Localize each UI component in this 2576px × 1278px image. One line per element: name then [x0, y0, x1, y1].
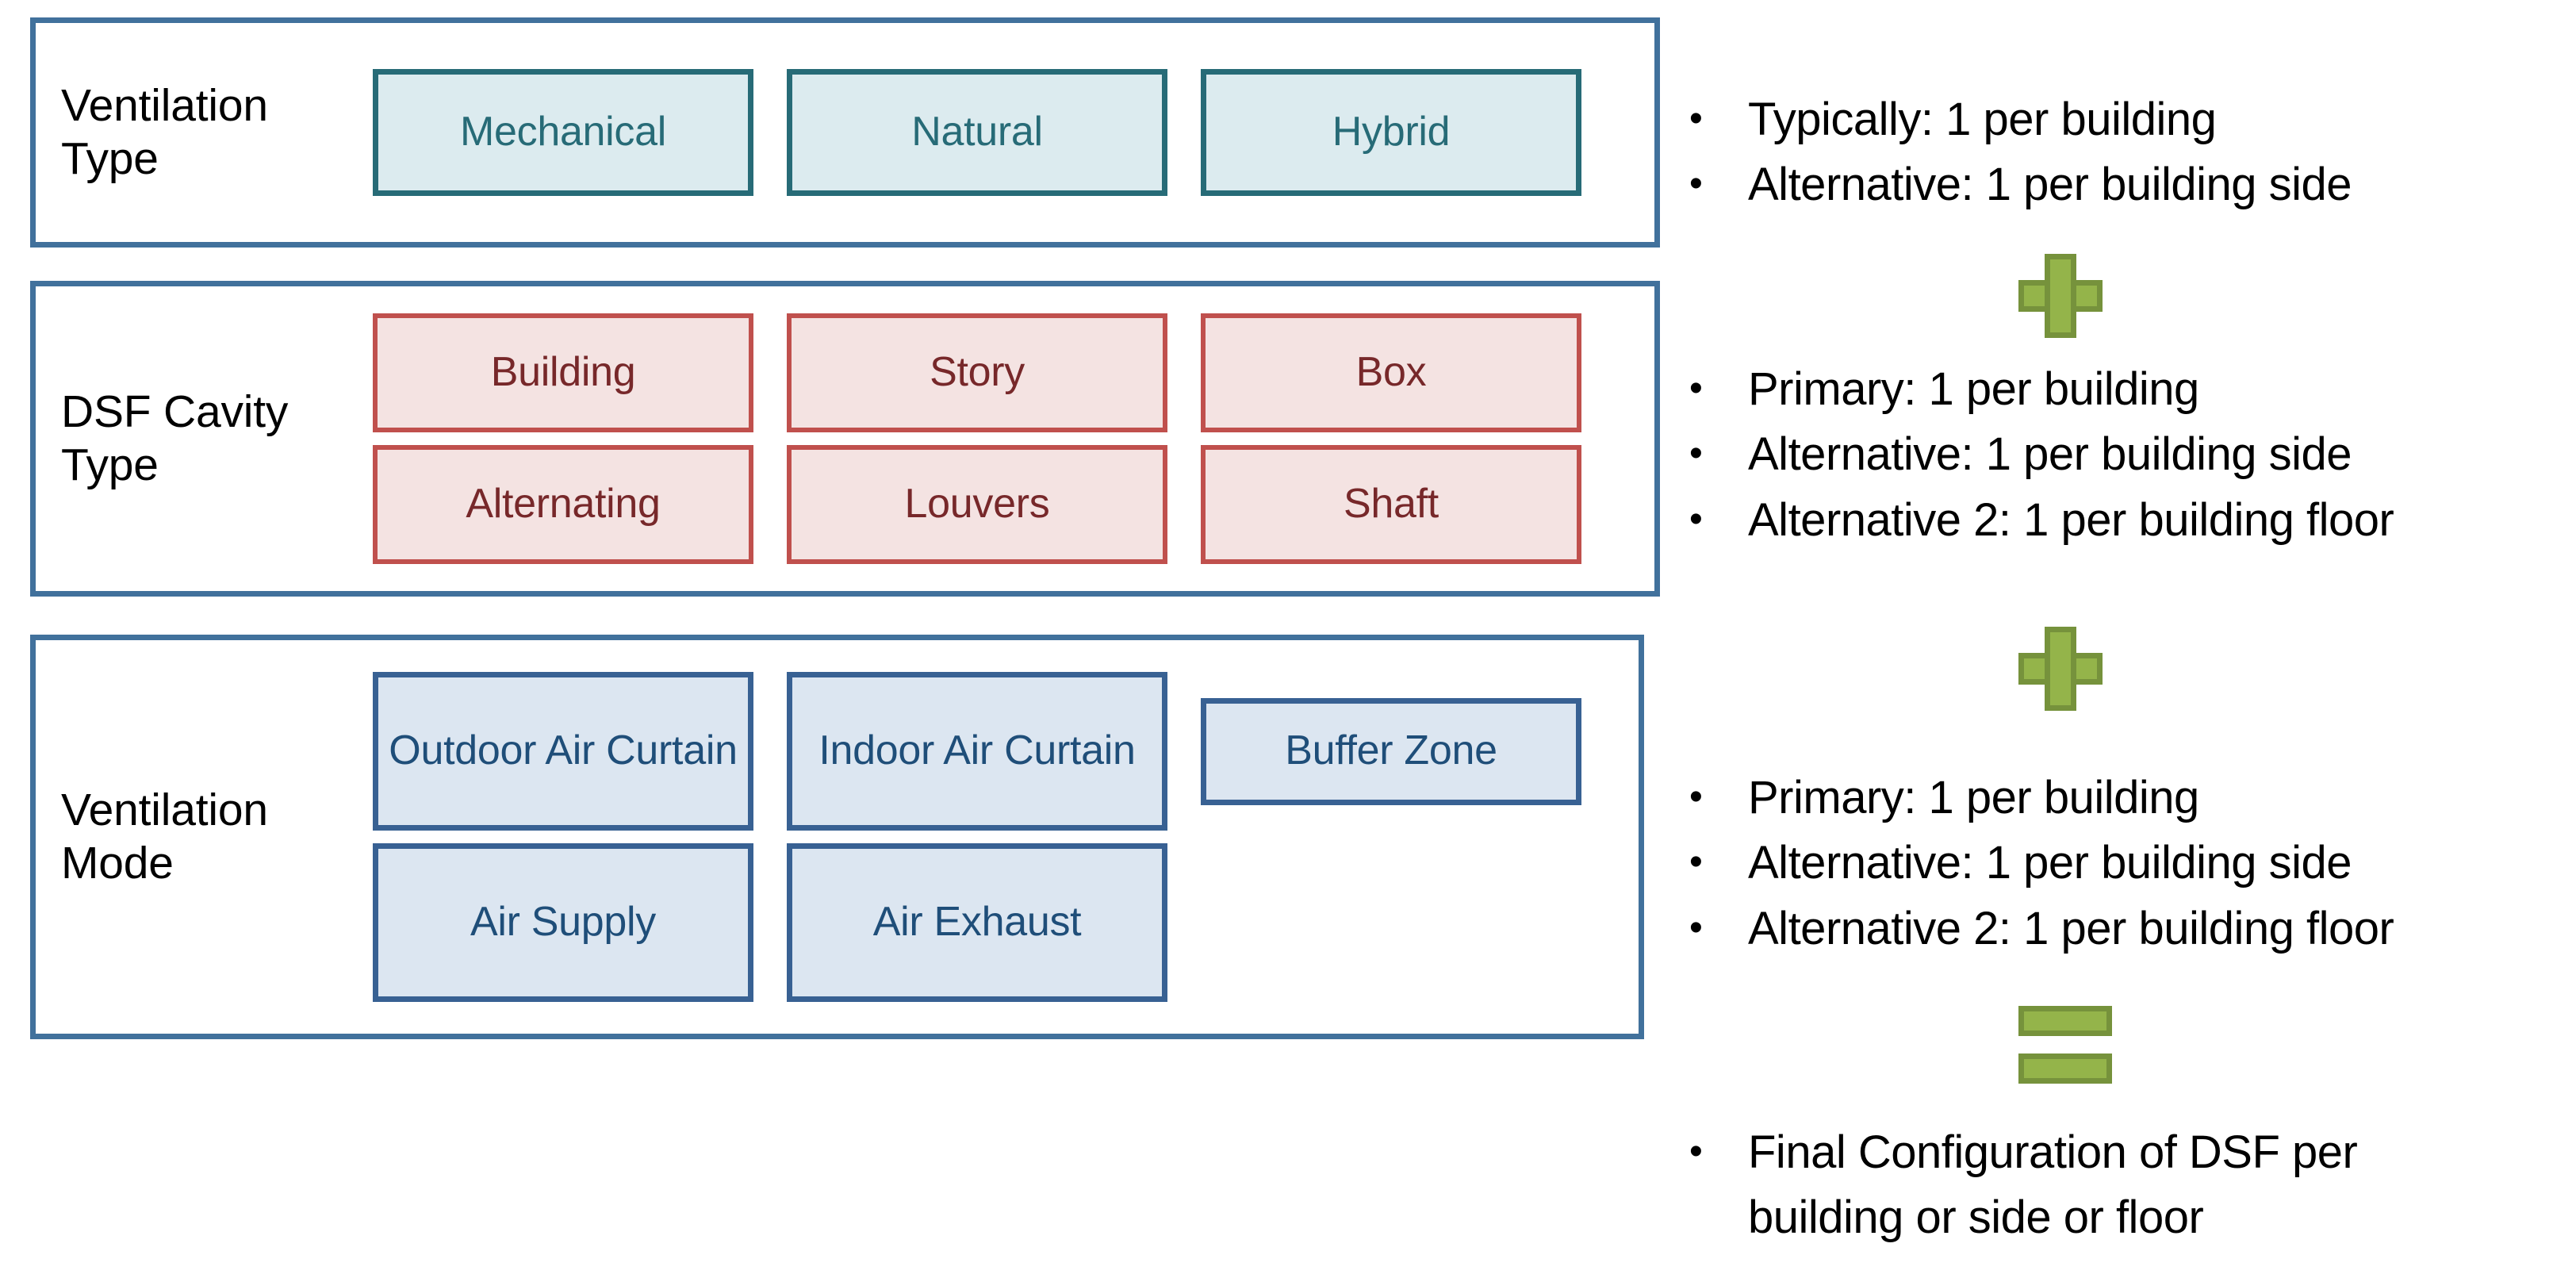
panel-label-line-1: Ventilation — [61, 79, 268, 131]
chip-indoor-air-curtain[interactable]: Indoor Air Curtain — [787, 672, 1167, 831]
plus-icon-bar-vertical — [2045, 254, 2076, 338]
chip-shaft[interactable]: Shaft — [1201, 445, 1581, 564]
rules-column: • Typically: 1 per building • Alternativ… — [1689, 0, 2576, 1278]
bullet-dot-icon: • — [1689, 367, 1703, 409]
bullet-dot-icon: • — [1689, 98, 1703, 140]
bullet-text: Primary: 1 per building — [1748, 772, 2199, 823]
chip-outdoor-air-curtain[interactable]: Outdoor Air Curtain — [373, 672, 753, 831]
chip-building[interactable]: Building — [373, 313, 753, 432]
equals-icon-bar-bottom — [2018, 1053, 2112, 1084]
chip-air-supply[interactable]: Air Supply — [373, 843, 753, 1002]
bullet-item: • Typically: 1 per building — [1689, 87, 2576, 152]
chip-natural[interactable]: Natural — [787, 69, 1167, 196]
bullet-item: • Alternative: 1 per building side — [1689, 422, 2576, 487]
bullet-text: Typically: 1 per building — [1748, 94, 2217, 145]
chip-mechanical[interactable]: Mechanical — [373, 69, 753, 196]
bullet-item: • Alternative 2: 1 per building floor — [1689, 896, 2576, 961]
operator-equals — [2018, 1006, 2112, 1084]
panel-label-dsf-cavity-type: DSF Cavity Type — [36, 386, 373, 493]
panel-ventilation-type: Ventilation Type Mechanical Natural Hybr… — [30, 17, 1660, 248]
operator-plus-2 — [2018, 627, 2103, 711]
plus-icon-bar-vertical — [2045, 627, 2076, 711]
bullet-dot-icon: • — [1689, 497, 1703, 540]
bullet-dot-icon: • — [1689, 906, 1703, 949]
panel-row: Outdoor Air Curtain Indoor Air Curtain B… — [373, 672, 1639, 831]
panel-label-ventilation-mode: Ventilation Mode — [36, 784, 373, 891]
bullet-item: • Alternative: 1 per building side — [1689, 831, 2576, 896]
panel-label-ventilation-type: Ventilation Type — [36, 79, 373, 186]
bullet-dot-icon: • — [1689, 1130, 1703, 1172]
bullet-dot-icon: • — [1689, 432, 1703, 475]
panel-grid-ventilation-type: Mechanical Natural Hybrid — [373, 69, 1654, 196]
bullet-dot-icon: • — [1689, 841, 1703, 884]
chip-box[interactable]: Box — [1201, 313, 1581, 432]
panel-label-line-2: Type — [61, 439, 159, 490]
equals-icon — [2018, 1006, 2112, 1084]
equals-icon-bar-top — [2018, 1006, 2112, 1036]
panel-grid-ventilation-mode: Outdoor Air Curtain Indoor Air Curtain B… — [373, 672, 1639, 1002]
operator-plus-1 — [2018, 254, 2103, 338]
bullet-item: • Alternative: 1 per building side — [1689, 152, 2576, 217]
chip-air-exhaust[interactable]: Air Exhaust — [787, 843, 1167, 1002]
bullet-item: • Primary: 1 per building — [1689, 357, 2576, 422]
bullet-text: Alternative 2: 1 per building floor — [1748, 493, 2394, 546]
plus-icon — [2018, 627, 2103, 711]
bullet-dot-icon: • — [1689, 163, 1703, 205]
panel-row: Building Story Box — [373, 313, 1654, 432]
bullet-group-final: • Final Configuration of DSF per buildin… — [1689, 1120, 2576, 1251]
bullet-item: • Final Configuration of DSF per buildin… — [1689, 1120, 2576, 1251]
panel-grid-dsf-cavity-type: Building Story Box Alternating Louvers S… — [373, 313, 1654, 564]
chip-alternating[interactable]: Alternating — [373, 445, 753, 564]
bullet-text: Primary: 1 per building — [1748, 363, 2199, 415]
bullet-text: Final Configuration of DSF per building … — [1748, 1126, 2358, 1244]
bullet-item: • Alternative 2: 1 per building floor — [1689, 488, 2576, 553]
panel-label-line-2: Type — [61, 133, 159, 184]
category-panels: Ventilation Type Mechanical Natural Hybr… — [30, 17, 1660, 1039]
bullet-dot-icon: • — [1689, 776, 1703, 818]
panel-row: Alternating Louvers Shaft — [373, 445, 1654, 564]
panel-row: Mechanical Natural Hybrid — [373, 69, 1654, 196]
panel-row: Air Supply Air Exhaust — [373, 843, 1639, 1002]
panel-dsf-cavity-type: DSF Cavity Type Building Story Box Alter… — [30, 281, 1660, 597]
bullet-text: Alternative: 1 per building side — [1748, 159, 2352, 211]
chip-louvers[interactable]: Louvers — [787, 445, 1167, 564]
bullet-group-ventilation-type: • Typically: 1 per building • Alternativ… — [1689, 87, 2576, 218]
bullet-text: Alternative: 1 per building side — [1748, 428, 2352, 481]
panel-label-line-2: Mode — [61, 838, 174, 888]
chip-hybrid[interactable]: Hybrid — [1201, 69, 1581, 196]
bullet-item: • Primary: 1 per building — [1689, 766, 2576, 831]
bullet-text: Alternative 2: 1 per building floor — [1748, 902, 2394, 954]
bullet-group-dsf-cavity-type: • Primary: 1 per building • Alternative:… — [1689, 357, 2576, 553]
panel-label-line-1: DSF Cavity — [61, 386, 289, 437]
chip-buffer-zone[interactable]: Buffer Zone — [1201, 697, 1581, 805]
panel-ventilation-mode: Ventilation Mode Outdoor Air Curtain Ind… — [30, 635, 1644, 1039]
bullet-group-ventilation-mode: • Primary: 1 per building • Alternative:… — [1689, 766, 2576, 961]
bullet-text: Alternative: 1 per building side — [1748, 837, 2352, 889]
plus-icon — [2018, 254, 2103, 338]
chip-story[interactable]: Story — [787, 313, 1167, 432]
panel-label-line-1: Ventilation — [61, 784, 268, 835]
